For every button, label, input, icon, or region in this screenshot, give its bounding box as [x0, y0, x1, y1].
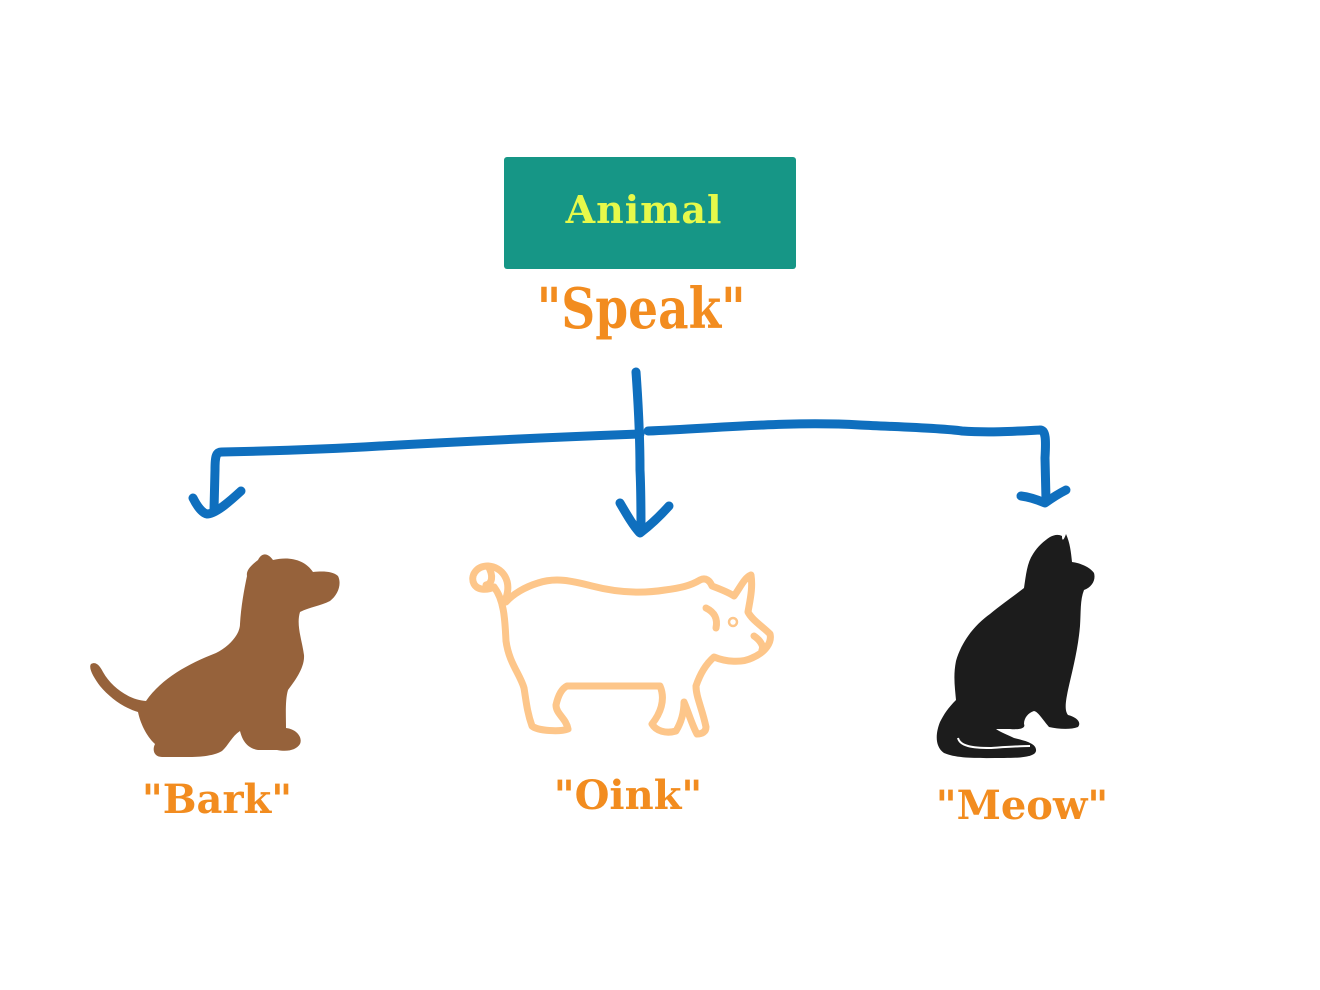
trunk-line: [631, 367, 646, 537]
method-label-speak: "Speak": [536, 276, 746, 342]
cat-icon: [936, 534, 1095, 759]
arrowhead-right: [1016, 485, 1071, 508]
dog-icon: [90, 554, 340, 758]
arrowhead-left: [188, 486, 246, 519]
sound-label-bark: "Bark": [141, 776, 293, 823]
root-node-label: Animal: [565, 186, 723, 232]
branch-line-right: [643, 419, 1051, 505]
connector-arrows: [188, 367, 1071, 538]
sound-label-oink: "Oink": [553, 772, 703, 819]
sound-label-meow: "Meow": [935, 782, 1109, 829]
pig-icon: [469, 562, 774, 738]
branch-line-left: [209, 429, 645, 515]
root-node-animal: Animal: [504, 157, 796, 269]
arrowhead-center: [615, 498, 674, 538]
